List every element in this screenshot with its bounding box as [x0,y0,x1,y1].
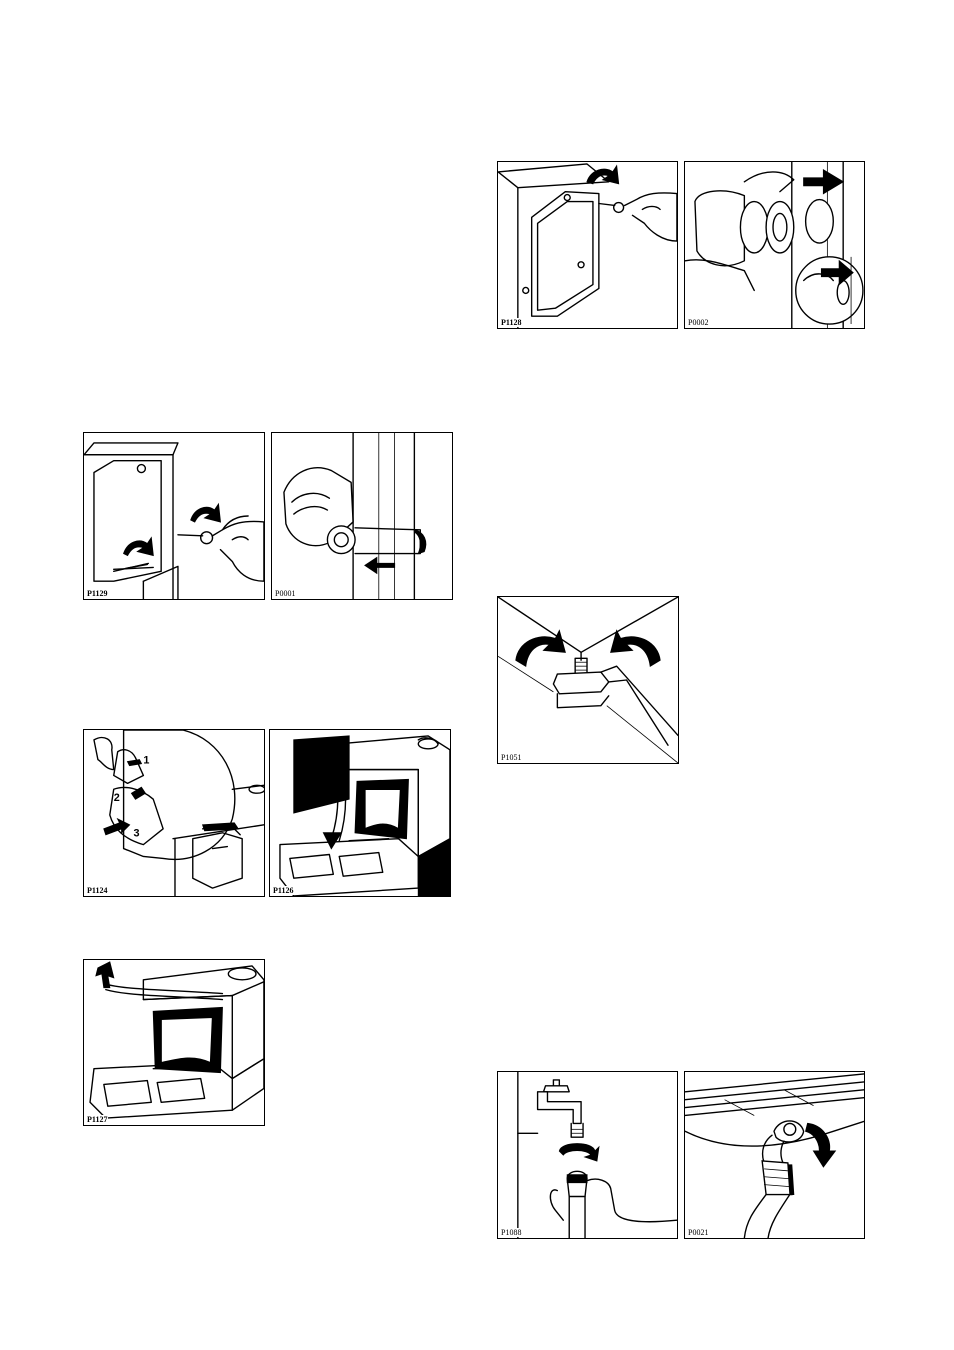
figure-p1126: P1126 [269,729,451,897]
figure-p0001: P0001 [271,432,453,600]
figure-code: P0002 [687,318,709,327]
figure-code: P1128 [500,318,522,327]
illustration-upper-bolt-removal [498,162,677,328]
figure-p1129: P1129 [83,432,265,600]
step-1-label: 1 [143,755,149,767]
figure-p1051: P1051 [497,596,679,764]
figure-p1088: P1088 [497,1071,678,1239]
figure-p0002: P0002 [684,161,865,329]
illustration-connect-inlet-hose-machine [685,1072,864,1238]
figure-code: P0021 [687,1228,709,1237]
figure-code: P1126 [272,886,294,895]
step-2-label: 2 [114,792,120,804]
figure-code: P1127 [86,1115,108,1124]
figure-code: P1124 [86,886,108,895]
illustration-detach-clip-steps: 1 2 3 [84,730,264,896]
figure-p1124: 1 2 3 P1124 [83,729,265,897]
step-3-label: 3 [133,828,139,840]
illustration-transit-bolts-removal [84,433,264,599]
figure-p1128: P1128 [497,161,678,329]
figure-p0021: P0021 [684,1071,865,1239]
figure-code: P1088 [500,1228,522,1237]
illustration-adjusting-feet [498,597,678,763]
illustration-hose-removal [84,960,264,1125]
illustration-connect-inlet-hose-tap [498,1072,677,1238]
illustration-hose-into-drawer [270,730,450,896]
figure-code: P0001 [274,589,296,598]
illustration-inserting-caps [272,433,452,599]
figure-code: P1051 [500,753,522,762]
figure-code: P1129 [86,589,108,598]
illustration-fitting-cover-cap [685,162,864,328]
figure-p1127: P1127 [83,959,265,1126]
